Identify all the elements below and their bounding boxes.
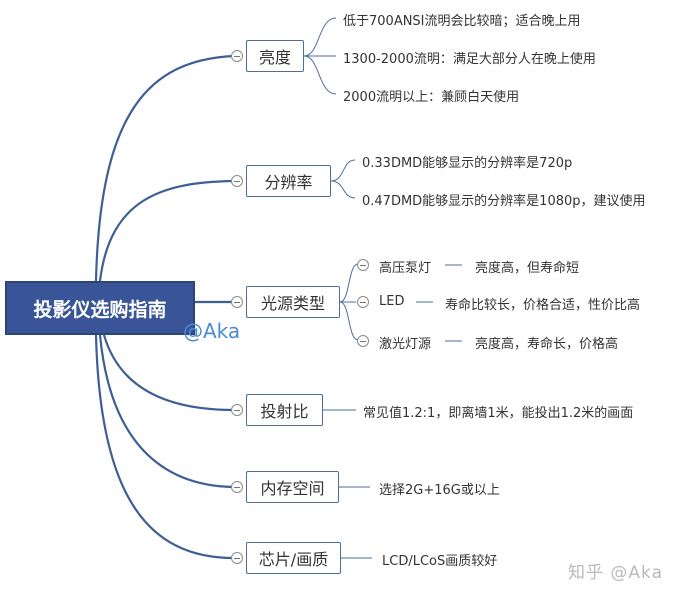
watermark-handle: @Aka	[183, 319, 241, 343]
collapse-toggle-light-source[interactable]	[231, 296, 243, 308]
connector-throw-ratio	[102, 333, 236, 412]
leaf-chip-1: LCD/LCoS画质较好	[382, 554, 498, 569]
branch-node-throw-ratio[interactable]: 投射比	[246, 394, 323, 426]
connector-chip	[94, 333, 236, 560]
leaf-resolution-1: 0.33DMD能够显示的分辨率是720p	[362, 156, 573, 171]
collapse-toggle-sub-2[interactable]	[357, 296, 369, 308]
connector-storage	[98, 333, 236, 489]
sub-node-laser[interactable]: 激光灯源	[379, 337, 432, 352]
sub-node-high-pressure-lamp[interactable]: 高压泵灯	[379, 261, 432, 276]
branch-label: 内存空间	[260, 479, 325, 498]
branch-label: 芯片/画质	[258, 550, 329, 569]
sub-detail-3: 亮度高，寿命长，价格高	[475, 337, 619, 352]
branch-node-brightness[interactable]: 亮度	[246, 40, 304, 72]
bracket-light-source	[339, 263, 359, 341]
collapse-toggle-chip[interactable]	[231, 552, 243, 564]
connector-resolution	[98, 179, 236, 283]
branch-label: 分辨率	[264, 173, 313, 192]
branch-node-chip[interactable]: 芯片/画质	[246, 542, 341, 574]
sub-node-led[interactable]: LED	[379, 294, 405, 309]
branch-label: 光源类型	[260, 294, 325, 313]
bracket-brightness	[303, 17, 337, 95]
collapse-toggle-resolution[interactable]	[231, 175, 243, 187]
branch-label: 投射比	[260, 402, 309, 421]
root-node[interactable]: 投影仪选购指南	[5, 281, 195, 335]
branch-node-storage[interactable]: 内存空间	[246, 471, 339, 503]
collapse-toggle-brightness[interactable]	[231, 50, 243, 62]
sub-detail-1: 亮度高，但寿命短	[475, 261, 580, 276]
collapse-toggle-storage[interactable]	[231, 481, 243, 493]
watermark-site: 知乎 @Aka	[568, 563, 663, 583]
leaf-brightness-1: 低于700ANSI流明会比较暗；适合晚上用	[343, 14, 581, 29]
root-label: 投影仪选购指南	[33, 298, 167, 321]
branch-node-resolution[interactable]: 分辨率	[246, 165, 331, 197]
connector-brightness	[94, 54, 236, 283]
collapse-toggle-sub-1[interactable]	[357, 259, 369, 271]
leaf-resolution-2: 0.47DMD能够显示的分辨率是1080p，建议使用	[362, 194, 646, 209]
branch-node-light-source[interactable]: 光源类型	[246, 286, 340, 318]
sub-detail-2: 寿命比较长，价格合适，性价比高	[445, 298, 641, 313]
leaf-brightness-2: 1300-2000流明：满足大部分人在晚上使用	[343, 52, 596, 67]
leaf-storage-1: 选择2G+16G或以上	[379, 483, 500, 498]
branch-label: 亮度	[258, 48, 291, 67]
collapse-toggle-throw-ratio[interactable]	[231, 404, 243, 416]
bracket-resolution	[330, 159, 356, 199]
leaf-brightness-3: 2000流明以上：兼顾白天使用	[343, 90, 520, 105]
collapse-toggle-sub-3[interactable]	[357, 335, 369, 347]
leaf-throw-ratio-1: 常见值1.2:1，即离墙1米，能投出1.2米的画面	[363, 406, 634, 421]
